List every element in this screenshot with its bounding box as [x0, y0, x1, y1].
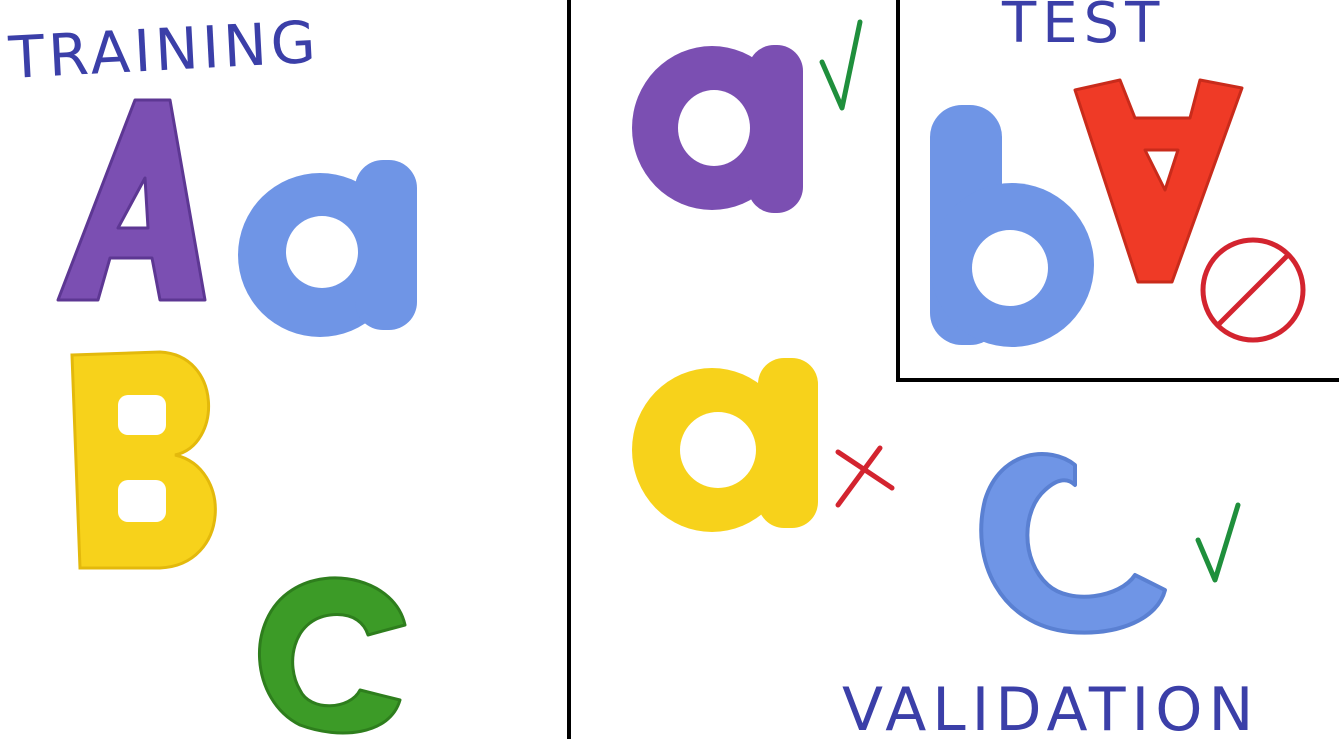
- validation-letter-a-yellow: [632, 358, 818, 532]
- validation-letter-C-blue: [979, 452, 1167, 635]
- training-letter-c-green: [258, 576, 407, 735]
- training-letter-B-yellow: [70, 350, 217, 570]
- training-letter-A-purple: [56, 98, 207, 302]
- training-label: TRAINING: [6, 8, 321, 92]
- test-box-border: [896, 0, 1339, 382]
- test-no-symbol-icon: [1200, 237, 1306, 343]
- test-letter-b-blue: [930, 105, 1094, 347]
- test-letter-A-red-upside-down: [1073, 78, 1244, 284]
- training-letter-a-blue: [238, 160, 417, 337]
- validation-label: VALIDATION: [842, 675, 1259, 739]
- validation-check-mark-1: [819, 19, 863, 111]
- validation-check-mark-2: [1195, 502, 1241, 583]
- validation-cross-mark: [835, 445, 895, 508]
- validation-letter-a-purple: [632, 45, 803, 213]
- test-label: TEST: [1001, 0, 1165, 56]
